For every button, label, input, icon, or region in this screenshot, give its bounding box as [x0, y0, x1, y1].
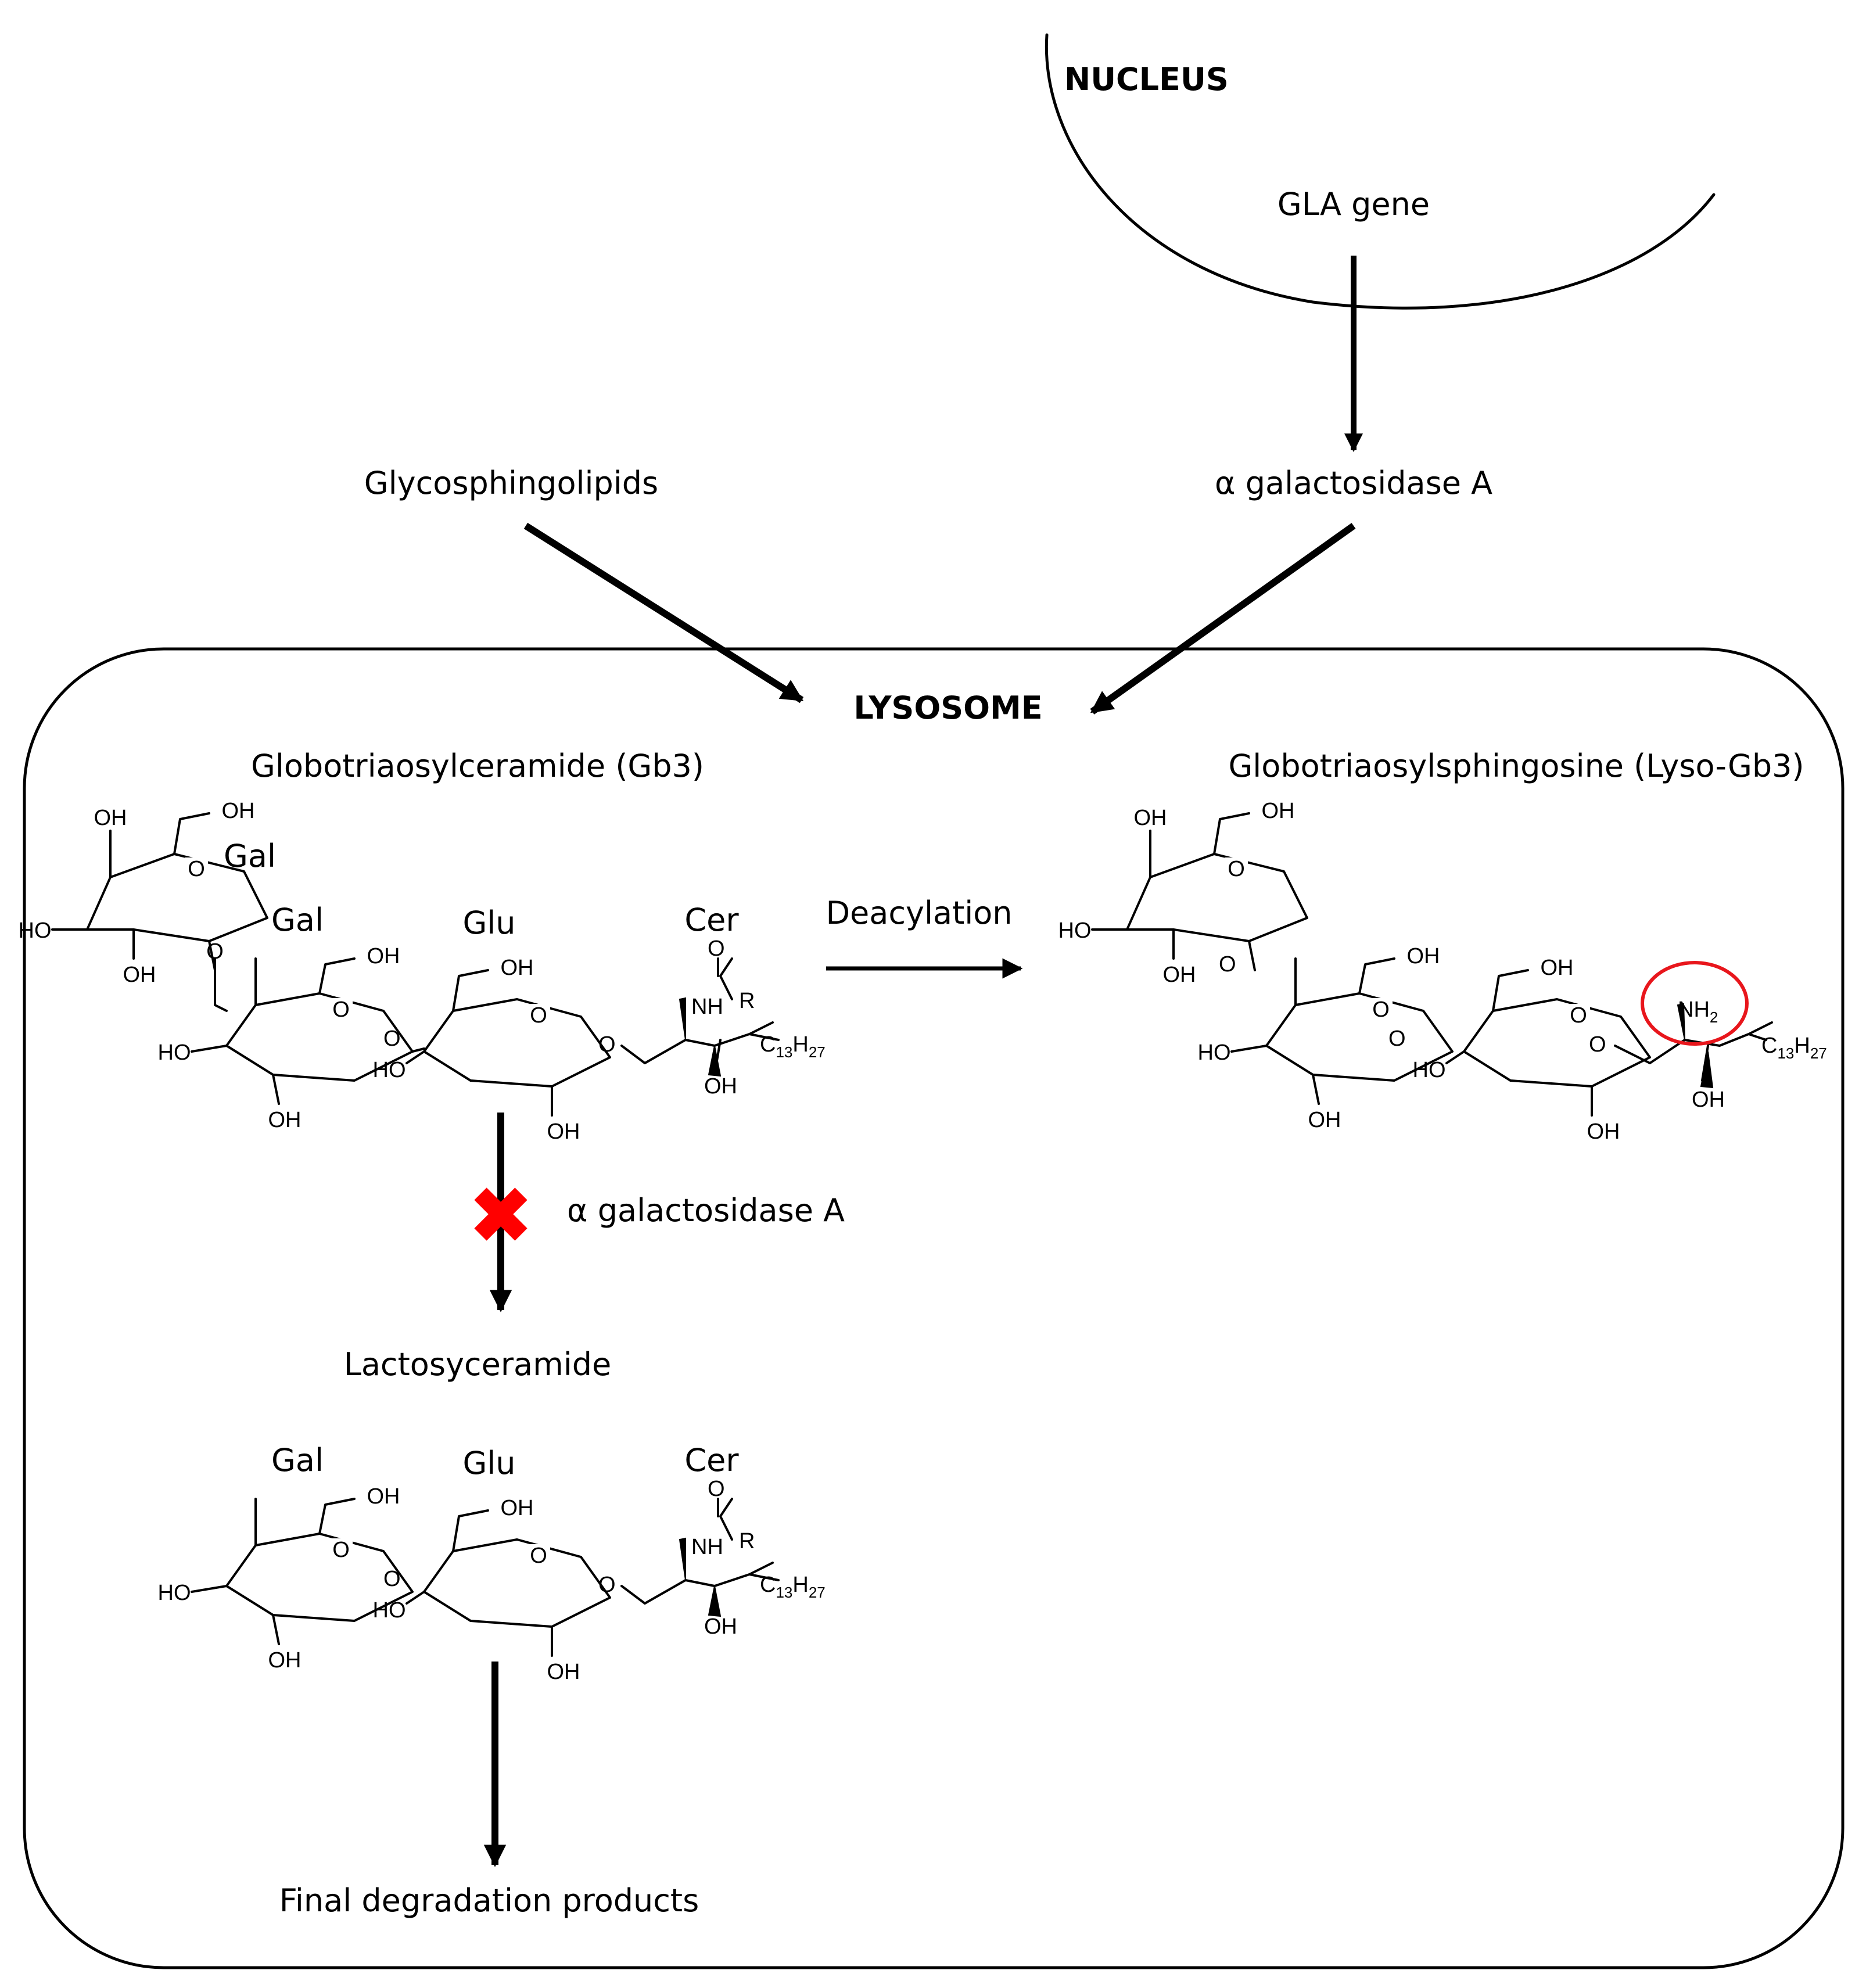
- amine-label: NH2: [1678, 997, 1718, 1026]
- glycosidic-oxygen: O: [1219, 952, 1236, 977]
- amide-nh-label: NH: [691, 995, 723, 1019]
- blocked-reaction-x-icon: [474, 1187, 527, 1241]
- gal-terminal-label: Gal: [224, 838, 276, 874]
- alpha-gal-a-blocked-label: α galactosidase A: [567, 1192, 845, 1229]
- glycosidic-oxygen: O: [1589, 1032, 1606, 1057]
- hydroxyl-label: OH: [704, 1074, 737, 1099]
- glycosphingolipids-arrow: [523, 522, 804, 704]
- glycosidic-oxygen: O: [206, 939, 224, 964]
- amine-highlight-circle: [1641, 961, 1749, 1046]
- r-group-label: R: [739, 989, 755, 1013]
- hydroxyl-label: OH: [1692, 1088, 1725, 1112]
- alpha-gal-a-label: α galactosidase A: [1215, 465, 1492, 501]
- glycosphingolipids-label: Glycosphingolipids: [364, 465, 658, 501]
- enzyme-to-lysosome-arrow: [1090, 523, 1356, 715]
- alkyl-chain-label: C13H27: [760, 1573, 826, 1601]
- alkyl-chain-label: C13H27: [1761, 1034, 1827, 1062]
- glycosidic-oxygen: O: [598, 1573, 616, 1597]
- glu-label: Glu: [462, 905, 515, 941]
- lac-cer-label: Cer: [684, 1442, 739, 1479]
- glycosidic-oxygen: O: [383, 1027, 401, 1051]
- alkyl-chain-label: C13H27: [760, 1032, 826, 1061]
- glycosidic-oxygen: O: [383, 1567, 401, 1591]
- carbonyl-oxygen-label: O: [708, 1477, 725, 1501]
- glycosidic-oxygen: O: [598, 1032, 616, 1057]
- lysosome-label: LYSOSOME: [853, 690, 1042, 726]
- carbonyl-oxygen-label: O: [708, 936, 725, 961]
- hydroxyl-label: OH: [704, 1614, 737, 1639]
- nucleus-membrane: [1045, 33, 1716, 310]
- gb3-structure: O O O NH O R OH C13H27: [17, 798, 826, 1145]
- lac-glu-label: Glu: [462, 1445, 515, 1481]
- lyso-gb3-structure: O O O OH NH2 C13H27: [1057, 798, 1827, 1145]
- deacylation-label: Deacylation: [826, 895, 1012, 931]
- glycosidic-oxygen: O: [1388, 1027, 1406, 1051]
- final-products-label: Final degradation products: [279, 1882, 699, 1919]
- lactosylceramide-structure: O O NH O R OH C13H27: [156, 1477, 826, 1685]
- cer-label: Cer: [684, 902, 739, 938]
- gal-label: Gal: [271, 902, 324, 938]
- amide-nh-label: NH: [691, 1535, 723, 1559]
- gb3-title: Globotriaosylceramide (Gb3): [251, 748, 704, 784]
- lysosome-membrane: [23, 647, 1845, 1969]
- lyso-gb3-title: Globotriaosylsphingosine (Lyso-Gb3): [1228, 748, 1804, 784]
- nucleus-label: NUCLEUS: [1064, 61, 1229, 98]
- lac-gal-label: Gal: [271, 1442, 324, 1479]
- gla-gene-label: GLA gene: [1278, 186, 1430, 223]
- r-group-label: R: [739, 1529, 755, 1553]
- lactosylceramide-label: Lactosyceramide: [344, 1346, 611, 1383]
